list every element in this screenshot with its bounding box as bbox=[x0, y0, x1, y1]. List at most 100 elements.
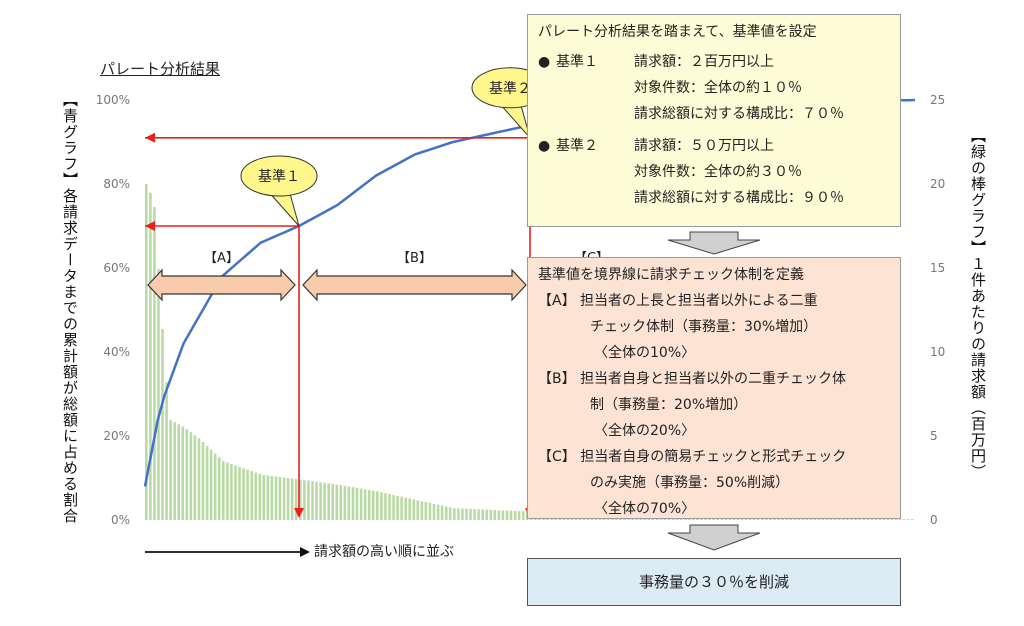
criterion-2: ● 基準２ 請求額：５０万円以上 対象件数：全体の約３０％ 請求総額に対する構成… bbox=[538, 133, 890, 211]
amount-bar bbox=[825, 518, 829, 520]
callout-label: 基準２ bbox=[489, 80, 531, 97]
check-item-tag: 【A】 bbox=[538, 293, 576, 309]
amount-bar bbox=[311, 481, 314, 520]
amount-bar bbox=[521, 511, 525, 520]
amount-bar bbox=[428, 502, 432, 520]
amount-bar bbox=[161, 329, 164, 520]
amount-bar bbox=[363, 489, 367, 520]
amount-bar bbox=[371, 490, 375, 520]
amount-bar bbox=[473, 509, 476, 520]
amount-bar bbox=[347, 486, 351, 520]
right-tick-label: 10 bbox=[930, 345, 945, 359]
segment-label: 【A】 bbox=[204, 251, 239, 266]
amount-bar bbox=[416, 500, 420, 520]
amount-bar bbox=[882, 518, 886, 520]
amount-bar bbox=[149, 192, 152, 521]
criterion-1: ● 基準１ 請求額：２百万円以上 対象件数：全体の約１０％ 請求総額に対する構成… bbox=[538, 49, 890, 127]
amount-bar bbox=[396, 495, 399, 520]
criterion-2-line: 対象件数：全体の約３０％ bbox=[634, 164, 802, 180]
amount-bar bbox=[189, 432, 193, 520]
amount-bar bbox=[339, 485, 343, 520]
criteria-box: パレート分析結果を踏まえて、基準値を設定 ● 基準１ 請求額：２百万円以上 対象… bbox=[527, 14, 901, 227]
amount-bar bbox=[489, 509, 493, 520]
amount-bar bbox=[465, 508, 468, 520]
chart-title: パレート分析結果 bbox=[100, 60, 221, 78]
amount-bar bbox=[222, 461, 225, 520]
amount-bar bbox=[234, 465, 237, 520]
x-direction-arrowhead bbox=[300, 547, 310, 557]
amount-bar bbox=[205, 445, 209, 520]
amount-bar bbox=[821, 518, 825, 520]
amount-bar bbox=[854, 518, 857, 520]
flow-arrow-1 bbox=[667, 231, 761, 255]
amount-bar bbox=[412, 499, 416, 520]
check-system-box: 基準値を境界線に請求チェック体制を定義 【A】 担当者の上長と担当者以外による二… bbox=[527, 257, 901, 519]
amount-bar bbox=[258, 473, 262, 520]
amount-bar bbox=[497, 510, 501, 520]
amount-bar bbox=[197, 438, 201, 520]
marker-hline-arrowhead bbox=[145, 221, 155, 231]
right-tick-label: 0 bbox=[930, 513, 938, 527]
amount-bar bbox=[890, 518, 894, 520]
amount-bar bbox=[376, 491, 379, 520]
amount-bar bbox=[424, 502, 428, 520]
amount-bar bbox=[906, 519, 910, 520]
amount-bar bbox=[440, 505, 444, 520]
amount-bar bbox=[392, 495, 395, 520]
amount-bar bbox=[173, 422, 176, 520]
left-tick-label: 40% bbox=[103, 345, 130, 359]
amount-bar bbox=[380, 492, 383, 520]
check-item-text: 担当者自身の簡易チェックと形式チェック bbox=[580, 449, 847, 465]
amount-bar bbox=[404, 497, 407, 520]
amount-bar bbox=[299, 479, 302, 520]
amount-bar bbox=[898, 519, 902, 520]
flow-arrow-2 bbox=[667, 524, 761, 551]
amount-bar bbox=[505, 510, 509, 520]
amount-bar bbox=[274, 476, 278, 520]
amount-bar bbox=[388, 494, 391, 520]
amount-bar bbox=[145, 184, 148, 520]
amount-bar bbox=[335, 484, 339, 520]
amount-bar bbox=[351, 487, 355, 520]
criterion-1-name: 基準１ bbox=[556, 54, 598, 70]
amount-bar bbox=[286, 478, 290, 520]
amount-bar bbox=[157, 268, 160, 520]
amount-bar bbox=[910, 519, 914, 520]
amount-bar bbox=[509, 510, 513, 520]
amount-bar bbox=[829, 518, 833, 520]
check-item-a: 【A】 担当者の上長と担当者以外による二重 チェック体制（事務量：30%増加） … bbox=[538, 288, 890, 366]
amount-bar bbox=[165, 382, 168, 520]
amount-bar bbox=[201, 442, 205, 520]
amount-bar bbox=[846, 518, 849, 520]
check-item-share: 〈全体の70%〉 bbox=[594, 501, 696, 517]
check-item-tag: 【B】 bbox=[538, 371, 576, 387]
check-item-share: 〈全体の20%〉 bbox=[594, 423, 696, 439]
amount-bar bbox=[226, 462, 229, 520]
amount-bars bbox=[145, 184, 914, 521]
criterion-1-line: 請求額：２百万円以上 bbox=[634, 54, 774, 70]
amount-bar bbox=[513, 510, 517, 520]
amount-bar bbox=[270, 476, 274, 520]
amount-bar bbox=[902, 519, 906, 520]
amount-bar bbox=[177, 424, 180, 520]
amount-bar bbox=[408, 498, 411, 520]
criterion-2-name: 基準２ bbox=[556, 138, 598, 154]
amount-bar bbox=[870, 518, 873, 520]
amount-bar bbox=[866, 518, 869, 520]
check-item-c: 【C】 担当者自身の簡易チェックと形式チェック のみ実施（事務量：50%削減） … bbox=[538, 444, 890, 522]
amount-bar bbox=[262, 474, 266, 520]
bullet: ● bbox=[538, 54, 551, 70]
left-tick-label: 100% bbox=[96, 93, 130, 107]
amount-bar bbox=[850, 518, 853, 520]
check-item-text: のみ実施（事務量：50%削減） bbox=[590, 475, 790, 491]
left-axis-label: 【青グラフ】各請求データまでの累計額が総額に占める割合 bbox=[61, 92, 79, 524]
right-axis-label: 【緑の棒グラフ】１件あたりの請求額（百万円） bbox=[969, 128, 987, 480]
left-axis-ticks: 0%20%40%60%80%100% bbox=[96, 93, 130, 527]
criterion-2-line: 請求額：５０万円以上 bbox=[634, 138, 774, 154]
check-system-title: 基準値を境界線に請求チェック体制を定義 bbox=[538, 267, 804, 283]
check-item-text: 制（事務量：20%増加） bbox=[590, 397, 748, 413]
check-item-text: 担当者の上長と担当者以外による二重 bbox=[580, 293, 818, 309]
amount-bar bbox=[842, 518, 845, 520]
bullet: ● bbox=[538, 138, 551, 154]
